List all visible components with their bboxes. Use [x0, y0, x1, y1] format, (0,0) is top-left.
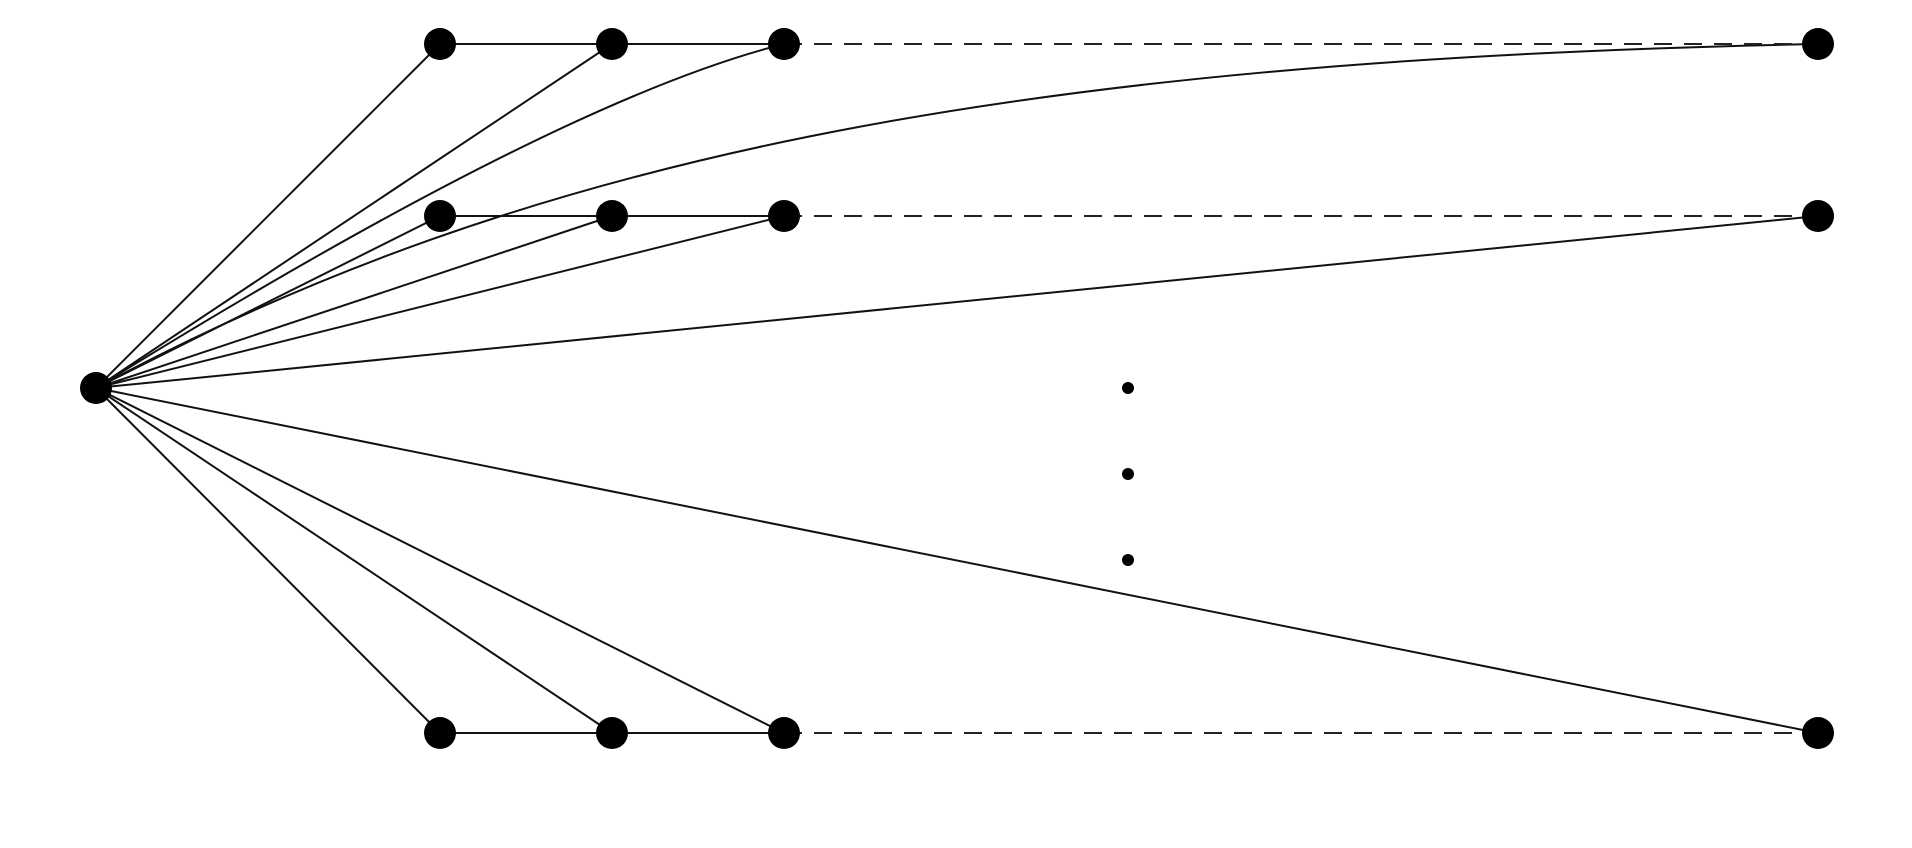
- nodes-layer: [80, 28, 1834, 749]
- node-r2c2: [596, 200, 628, 232]
- edge-hub-r1c3: [95, 43, 785, 389]
- ellipsis-dot: [1122, 554, 1134, 566]
- edge-hub-r1c2: [95, 43, 613, 389]
- edge-hub-r3c1: [95, 387, 441, 734]
- node-r2end: [1802, 200, 1834, 232]
- edge-hub-r2end: [95, 215, 1819, 389]
- vertical-ellipsis: [1122, 382, 1134, 566]
- node-r1c3: [768, 28, 800, 60]
- edge-hub-r2c1: [95, 215, 441, 389]
- edge-hub-r3c3: [95, 387, 785, 734]
- edge-hub-r2c2: [95, 215, 613, 389]
- node-r3c1: [424, 717, 456, 749]
- node-r1c2: [596, 28, 628, 60]
- node-r3c3: [768, 717, 800, 749]
- node-r1end: [1802, 28, 1834, 60]
- edge-hub-r3c2: [95, 387, 613, 734]
- node-r3c2: [596, 717, 628, 749]
- node-r3end: [1802, 717, 1834, 749]
- node-hub: [80, 372, 112, 404]
- ellipsis-dot: [1122, 468, 1134, 480]
- node-r2c3: [768, 200, 800, 232]
- edge-hub-r1end: [95, 43, 1819, 389]
- edges-layer: [95, 43, 1819, 734]
- edge-hub-r1c1: [95, 43, 441, 389]
- node-r1c1: [424, 28, 456, 60]
- ellipsis-dot: [1122, 382, 1134, 394]
- edge-hub-r2c3: [95, 215, 785, 389]
- node-r2c1: [424, 200, 456, 232]
- edge-hub-r3end: [95, 387, 1819, 734]
